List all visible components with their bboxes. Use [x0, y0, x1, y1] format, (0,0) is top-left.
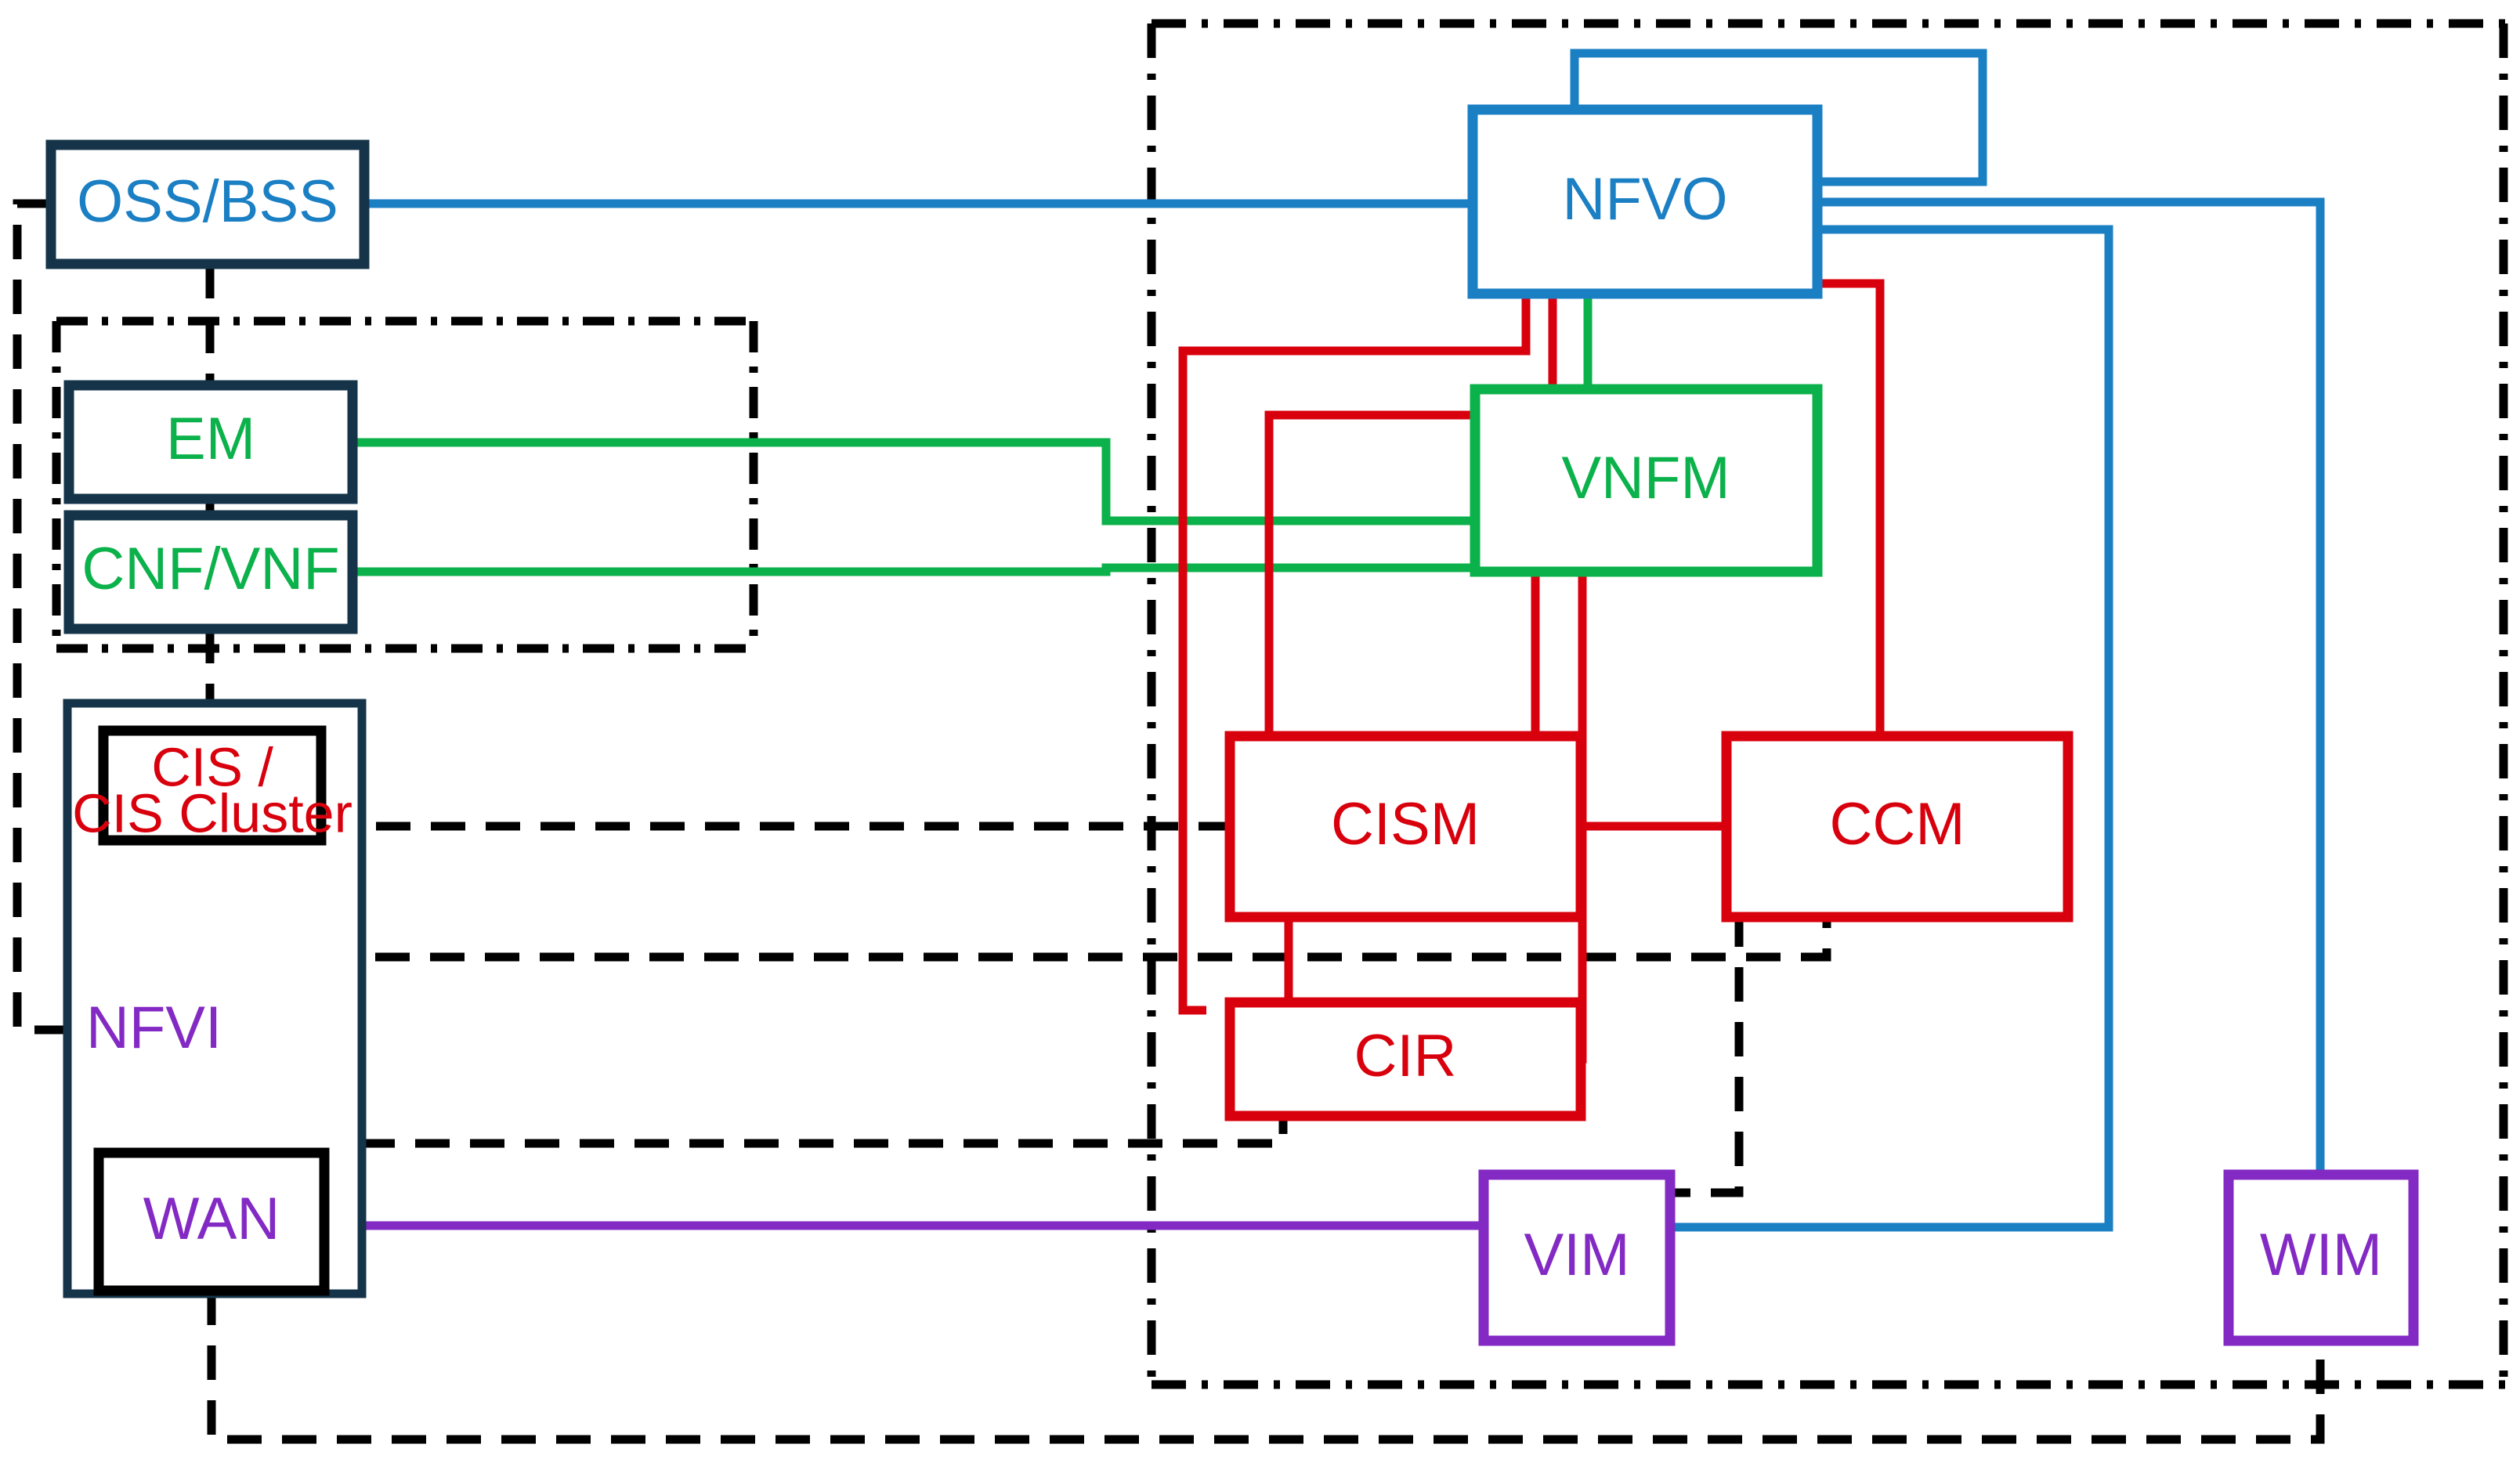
edge-cnfvnf-vnfm [353, 563, 1505, 576]
wan-box[interactable]: WAN [93, 1147, 330, 1296]
nfvi-label: NFVI [86, 995, 222, 1061]
nfvo-label: NFVO [1562, 166, 1727, 233]
cis-cluster-box[interactable]: CIS / CIS Cluster [72, 725, 353, 846]
vim-box[interactable]: VIM [1478, 1169, 1676, 1346]
nfv-mano-dash-dot-zone [1147, 19, 2520, 1389]
em-label: EM [166, 406, 255, 472]
nfvo-box[interactable]: NFVO [1467, 104, 1823, 299]
wim-box[interactable]: WIM [2223, 1169, 2419, 1346]
ccm-box[interactable]: CCM [1721, 731, 2073, 923]
cir-box[interactable]: CIR [1224, 997, 1586, 1121]
edge-nfvo-vim [1667, 225, 2113, 1232]
vim-label: VIM [1524, 1222, 1629, 1288]
cnf-vnf-box[interactable]: CNF/VNF [63, 510, 358, 634]
edge-nfvo-cism [1264, 294, 1557, 736]
edge-nfvo-ccm [1817, 279, 1885, 736]
edge-nfvo-wim [1672, 197, 2325, 1175]
cism-box[interactable]: CISM [1224, 731, 1586, 923]
em-box[interactable]: EM [63, 380, 358, 504]
cism-label: CISM [1331, 791, 1480, 858]
edge-cis-cir [213, 957, 1288, 1148]
oss-bss-box[interactable]: OSS/BSS [45, 139, 370, 269]
edge-nfvo-selfloop [1570, 49, 1987, 186]
cir-label: CIR [1354, 1023, 1457, 1089]
oss-bss-label: OSS/BSS [77, 168, 338, 235]
edge-wan-wim [207, 1291, 2325, 1444]
vnf-and-em-dash-dot-zone [52, 316, 758, 653]
blue-connections [364, 49, 2325, 1232]
ccm-label: CCM [1829, 791, 1965, 858]
cnf-vnf-label: CNF/VNF [81, 536, 339, 602]
edge-em-vnfm [353, 438, 1505, 525]
edge-ccm-vim [1667, 912, 1744, 1197]
wim-label: WIM [2260, 1222, 2382, 1288]
wan-label: WAN [143, 1186, 280, 1252]
cis-cluster-label-line1: CIS / [151, 736, 273, 797]
vnfm-box[interactable]: VNFM [1470, 384, 1823, 577]
edge-nfvo-cir-left [1178, 294, 1531, 1015]
cis-cluster-label-line2: CIS Cluster [72, 782, 353, 843]
vnfm-label: VNFM [1561, 445, 1730, 511]
edge-ossbss-nfvi [13, 199, 139, 1035]
